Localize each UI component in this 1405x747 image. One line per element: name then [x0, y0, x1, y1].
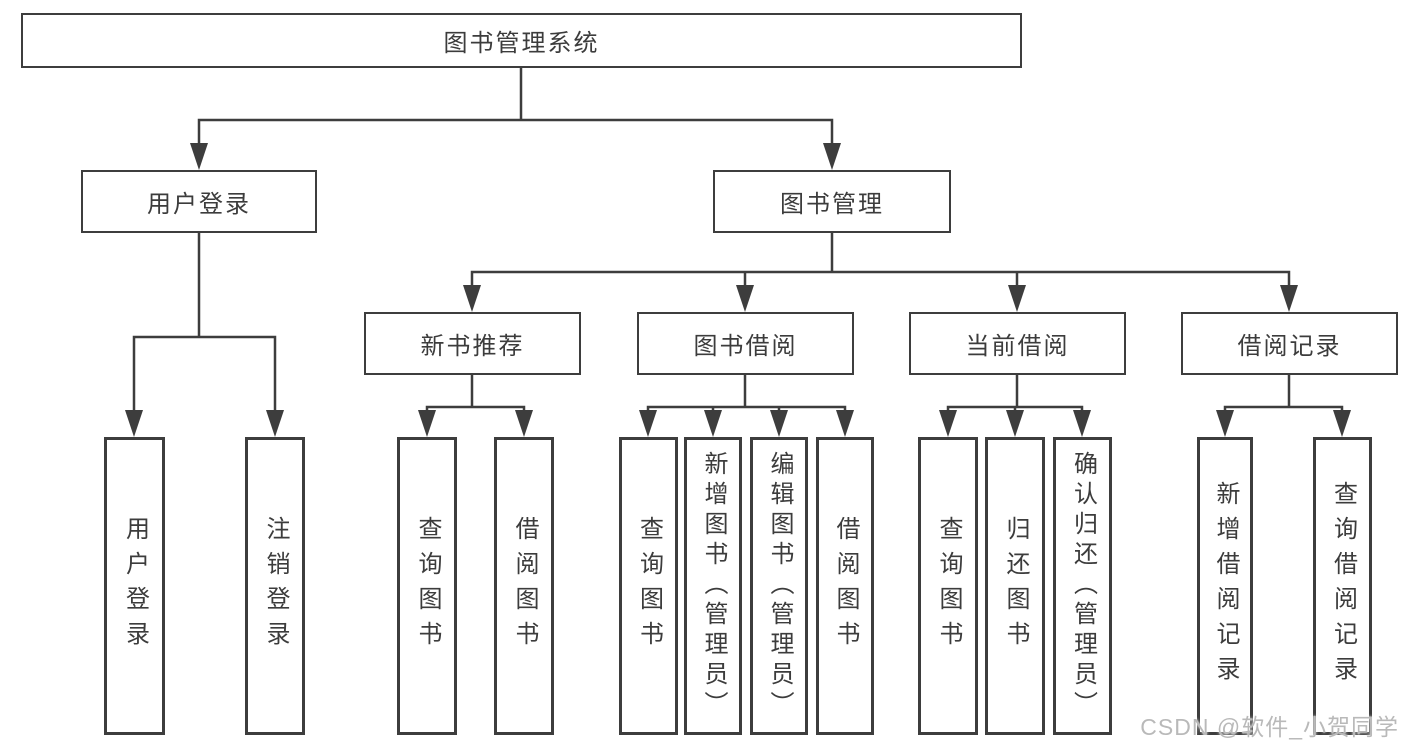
node-label-leaf-bb-borrow: 借阅图书 [832, 516, 859, 656]
node-label-current-borrow: 当前借阅 [965, 333, 1070, 360]
node-root: 图书管理系统 [21, 13, 1022, 68]
node-leaf-bb-borrow: 借阅图书 [816, 437, 874, 735]
node-leaf-cb-confirm: 确认归还（管理员） [1053, 437, 1112, 735]
node-leaf-br-add: 新增借阅记录 [1197, 437, 1253, 735]
node-label-leaf-cb-search: 查询图书 [935, 516, 962, 656]
node-label-leaf-br-search: 查询借阅记录 [1329, 481, 1357, 691]
node-leaf-bb-edit: 编辑图书（管理员） [750, 437, 808, 735]
watermark: CSDN @软件_小贺同学 [1140, 714, 1399, 740]
node-book-mgmt: 图书管理 [713, 170, 951, 233]
node-leaf-rec-borrow: 借阅图书 [494, 437, 554, 735]
node-user-login: 用户登录 [81, 170, 317, 233]
node-leaf-logout: 注销登录 [245, 437, 305, 735]
node-label-leaf-bb-edit: 编辑图书（管理员） [766, 451, 793, 721]
node-label-leaf-cb-confirm: 确认归还（管理员） [1069, 451, 1097, 721]
node-current-borrow: 当前借阅 [909, 312, 1126, 375]
node-book-borrow: 图书借阅 [637, 312, 854, 375]
node-leaf-bb-search: 查询图书 [619, 437, 678, 735]
node-label-leaf-user-login: 用户登录 [121, 516, 149, 656]
node-leaf-rec-search: 查询图书 [397, 437, 457, 735]
node-label-leaf-bb-search: 查询图书 [635, 516, 663, 656]
node-leaf-user-login: 用户登录 [104, 437, 165, 735]
node-borrow-records: 借阅记录 [1181, 312, 1398, 375]
node-label-book-mgmt: 图书管理 [780, 191, 884, 218]
node-label-leaf-bb-add: 新增图书（管理员） [700, 451, 727, 721]
node-label-new-book-rec: 新书推荐 [420, 333, 525, 360]
node-label-root: 图书管理系统 [443, 30, 600, 57]
node-leaf-cb-search: 查询图书 [918, 437, 978, 735]
node-label-leaf-logout: 注销登录 [262, 516, 289, 656]
node-label-leaf-cb-return: 归还图书 [1002, 516, 1029, 656]
node-label-borrow-records: 借阅记录 [1237, 333, 1342, 360]
node-leaf-br-search: 查询借阅记录 [1313, 437, 1372, 735]
node-label-book-borrow: 图书借阅 [693, 333, 798, 360]
node-leaf-bb-add: 新增图书（管理员） [684, 437, 742, 735]
node-label-leaf-rec-search: 查询图书 [414, 516, 441, 656]
node-label-leaf-rec-borrow: 借阅图书 [511, 516, 538, 656]
node-new-book-rec: 新书推荐 [364, 312, 581, 375]
node-label-user-login: 用户登录 [147, 191, 251, 218]
node-leaf-cb-return: 归还图书 [985, 437, 1045, 735]
node-label-leaf-br-add: 新增借阅记录 [1212, 481, 1239, 691]
